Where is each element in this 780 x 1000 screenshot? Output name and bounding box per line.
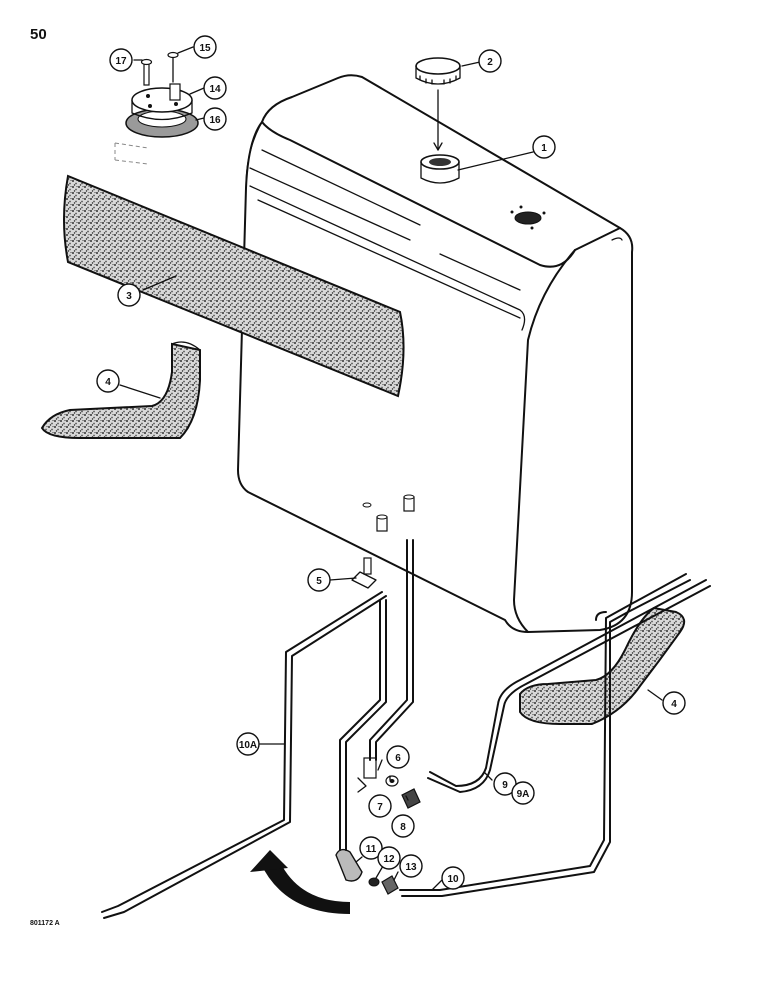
svg-text:15: 15 bbox=[199, 43, 211, 54]
callout-11: 11 bbox=[359, 836, 383, 860]
svg-text:17: 17 bbox=[115, 56, 127, 67]
svg-text:12: 12 bbox=[383, 854, 395, 865]
callout-16: 16 bbox=[203, 107, 227, 131]
callout-4-right: 4 bbox=[662, 691, 686, 715]
fuel-tank bbox=[237, 74, 634, 633]
callout-8: 8 bbox=[391, 814, 415, 838]
callout-13: 13 bbox=[399, 854, 423, 878]
svg-text:4: 4 bbox=[671, 699, 677, 710]
reference-code: 801172 A bbox=[30, 920, 60, 927]
svg-text:11: 11 bbox=[366, 844, 377, 855]
svg-text:9: 9 bbox=[502, 780, 508, 791]
svg-text:1: 1 bbox=[541, 143, 547, 154]
callout-6: 6 bbox=[386, 745, 410, 769]
foam-pad-right bbox=[519, 606, 686, 725]
callout-10: 10 bbox=[441, 866, 465, 890]
callout-4-left: 4 bbox=[96, 369, 120, 393]
fuel-gauge-sender bbox=[114, 51, 199, 165]
fuel-lines bbox=[101, 539, 711, 919]
svg-text:14: 14 bbox=[209, 84, 221, 95]
svg-text:10: 10 bbox=[447, 874, 459, 885]
callout-17: 17 bbox=[109, 48, 133, 72]
svg-text:3: 3 bbox=[126, 291, 132, 302]
svg-text:5: 5 bbox=[316, 576, 322, 587]
leader-lines bbox=[119, 46, 663, 891]
callout-3: 3 bbox=[117, 283, 141, 307]
foam-pad-left bbox=[40, 341, 201, 439]
svg-text:2: 2 bbox=[487, 57, 493, 68]
page-number: 50 bbox=[30, 26, 47, 43]
callout-10a: 10A bbox=[236, 732, 260, 756]
svg-text:7: 7 bbox=[377, 802, 383, 813]
callout-7: 7 bbox=[368, 794, 392, 818]
callout-5: 5 bbox=[307, 568, 331, 592]
callout-15: 15 bbox=[193, 35, 217, 59]
callout-9a: 9A bbox=[511, 781, 535, 805]
direction-arrow-icon bbox=[250, 850, 350, 914]
svg-text:4: 4 bbox=[105, 377, 111, 388]
svg-text:10A: 10A bbox=[239, 740, 257, 751]
filler-cap bbox=[415, 57, 461, 151]
callout-12: 12 bbox=[377, 846, 401, 870]
callout-1: 1 bbox=[532, 135, 556, 159]
svg-text:16: 16 bbox=[209, 115, 221, 126]
callout-2: 2 bbox=[478, 49, 502, 73]
svg-text:8: 8 bbox=[400, 822, 406, 833]
svg-text:9A: 9A bbox=[517, 789, 530, 800]
foam-strip bbox=[63, 174, 405, 398]
svg-text:13: 13 bbox=[405, 862, 417, 873]
callout-14: 14 bbox=[203, 76, 227, 100]
callout-9: 9 bbox=[493, 772, 517, 796]
svg-text:6: 6 bbox=[395, 753, 401, 764]
